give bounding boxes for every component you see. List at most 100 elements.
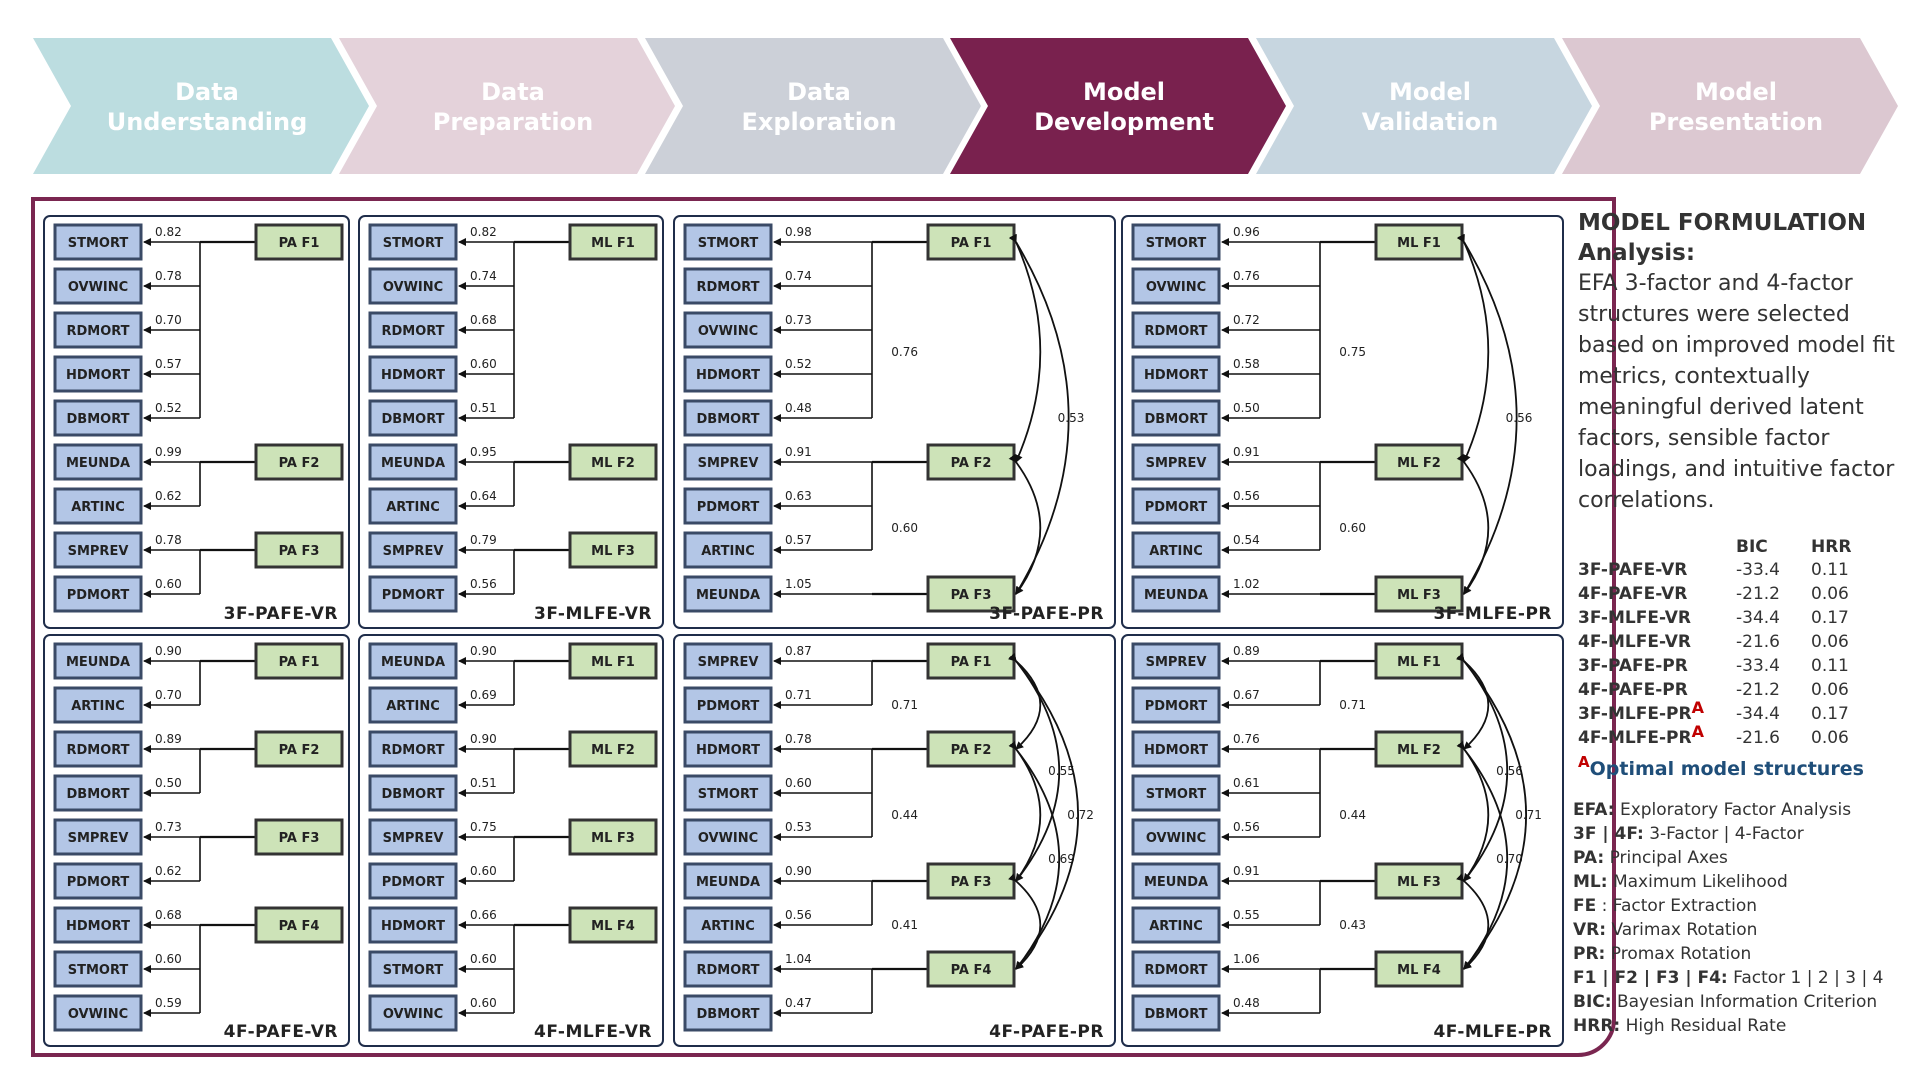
variable-box (368, 267, 458, 305)
optimal-marker: A (1691, 722, 1704, 741)
correlation-arc (1456, 653, 1527, 970)
correlation-value: 0.53 (1058, 411, 1085, 425)
variable-box (683, 686, 773, 724)
variable-box (1131, 686, 1221, 724)
variable-box (683, 487, 773, 525)
correlation-value: 0.60 (891, 521, 918, 535)
variable-label: OVWINC (1146, 831, 1206, 846)
factor-label: ML F3 (1397, 588, 1441, 603)
pipeline-step-line1: Model (1389, 78, 1471, 106)
panel-diagram: SMPREV0.89PDMORT0.67HDMORT0.76STMORT0.61… (1131, 642, 1542, 1032)
table-cell-model: 3F-PAFE-VR (1578, 558, 1736, 582)
factor-box (254, 906, 344, 944)
table-cell-bic: -21.2 (1736, 680, 1780, 700)
variable-label: SMPREV (1146, 655, 1207, 670)
variable-label: RDMORT (66, 743, 129, 758)
variable-meunda: MEUNDA (368, 642, 458, 680)
loading-value: 0.60 (155, 952, 182, 966)
factor-pa-f3: PA F3 (926, 862, 1016, 900)
variable-dbmort: DBMORT (368, 399, 458, 437)
legend-desc: : Factor Extraction (1596, 896, 1757, 916)
variable-stmort: STMORT (1131, 774, 1221, 812)
variable-box (1131, 994, 1221, 1032)
model-name: 3F-MLFE-PR (1578, 704, 1692, 724)
model-name: 4F-PAFE-VR (1578, 584, 1688, 604)
loading-value: 0.67 (1233, 688, 1260, 702)
factor-pa-f3: PA F3 (254, 818, 344, 856)
pipeline-step-line1: Model (1695, 78, 1777, 106)
variable-label: HDMORT (696, 368, 760, 383)
variable-label: OVWINC (383, 1007, 443, 1022)
variable-rdmort: RDMORT (683, 267, 773, 305)
loading-value: 0.74 (785, 269, 812, 283)
variable-box (683, 223, 773, 261)
variable-dbmort: DBMORT (368, 774, 458, 812)
loading-value: 0.91 (785, 445, 812, 459)
legend-desc: Bayesian Information Criterion (1611, 992, 1878, 1012)
factor-label: PA F2 (951, 743, 992, 758)
pipeline-step-line1: Model (1083, 78, 1165, 106)
legend-item: HRR: High Residual Rate (1573, 1014, 1883, 1038)
factor-label: ML F2 (1397, 456, 1441, 471)
variable-box (368, 950, 458, 988)
variable-box (683, 906, 773, 944)
factor-pa-f4: PA F4 (926, 950, 1016, 988)
panel-title: 3F-PAFE-PR (989, 604, 1104, 624)
factor-pa-f3: PA F3 (254, 531, 344, 569)
factor-label: PA F2 (279, 456, 320, 471)
legend-item: BIC: Bayesian Information Criterion (1573, 990, 1883, 1014)
loading-value: 0.95 (470, 445, 497, 459)
loading-value: 0.55 (1233, 908, 1260, 922)
variable-pdmort: PDMORT (368, 862, 458, 900)
loading-value: 0.66 (470, 908, 497, 922)
variable-hdmort: HDMORT (683, 730, 773, 768)
variable-box (53, 642, 143, 680)
variable-label: OVWINC (383, 280, 443, 295)
correlation-value: 0.72 (1067, 808, 1094, 822)
loading-value: 0.90 (470, 732, 497, 746)
variable-artinc: ARTINC (1131, 531, 1221, 569)
variable-box (368, 399, 458, 437)
panel-title: 4F-MLFE-PR (1433, 1022, 1552, 1042)
loading-value: 0.50 (1233, 401, 1260, 415)
variable-box (683, 730, 773, 768)
variable-box (683, 311, 773, 349)
loading-value: 0.73 (785, 313, 812, 327)
loading-value: 0.76 (1233, 732, 1260, 746)
loading-value: 1.02 (1233, 577, 1260, 591)
variable-box (368, 355, 458, 393)
variable-box (1131, 575, 1221, 613)
loading-value: 0.69 (470, 688, 497, 702)
correlation-arc (1008, 653, 1079, 970)
factor-pa-f1: PA F1 (254, 642, 344, 680)
pipeline-step-line2: Exploration (741, 108, 896, 136)
factor-ml-f1: ML F1 (568, 642, 658, 680)
factor-pa-f3: PA F3 (926, 575, 1016, 613)
panel-diagram: SMPREV0.87PDMORT0.71HDMORT0.78STMORT0.60… (683, 642, 1094, 1032)
main-frame (31, 197, 1616, 1057)
variable-label: STMORT (698, 787, 759, 802)
variable-label: HDMORT (1144, 743, 1208, 758)
variable-box (683, 399, 773, 437)
panel-diagram: MEUNDA0.90ARTINC0.70RDMORT0.89DBMORT0.50… (53, 642, 344, 1032)
loading-value: 0.75 (470, 820, 497, 834)
variable-label: ARTINC (701, 544, 755, 559)
variable-label: HDMORT (696, 743, 760, 758)
variable-label: RDMORT (66, 324, 129, 339)
variable-label: HDMORT (66, 919, 130, 934)
correlation-value: 0.69 (1048, 852, 1075, 866)
pipeline-step-shape (1562, 38, 1898, 174)
variable-box (53, 487, 143, 525)
pipeline-step-line1: Data (481, 78, 545, 106)
variable-label: SMPREV (698, 456, 759, 471)
analysis-text: EFA 3-factor and 4-factor structures wer… (1578, 271, 1895, 513)
correlation-value: 0.41 (891, 918, 918, 932)
loading-value: 0.58 (1233, 357, 1260, 371)
pipeline-step-line1: Data (175, 78, 239, 106)
loading-value: 0.51 (470, 776, 497, 790)
variable-label: HDMORT (381, 919, 445, 934)
